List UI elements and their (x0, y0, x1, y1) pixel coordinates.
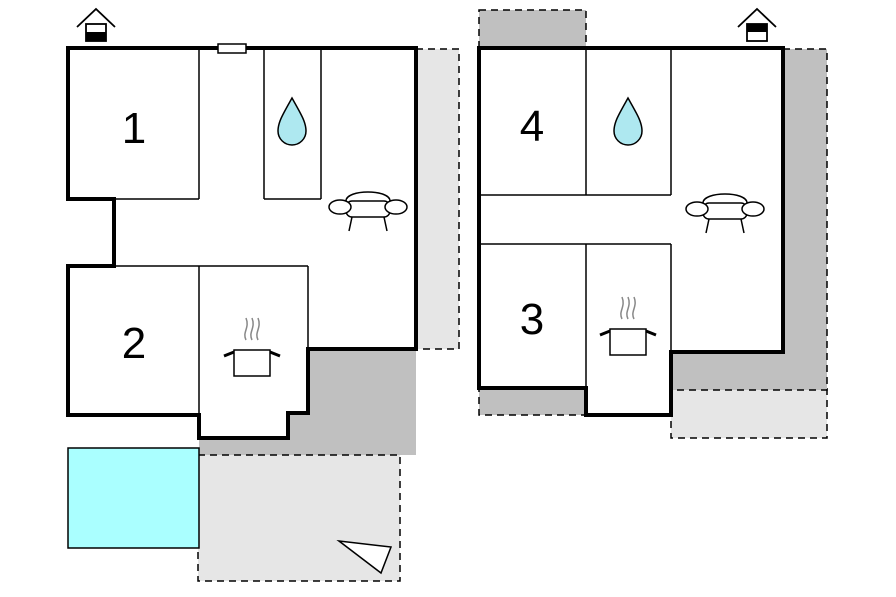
ground-floor-plan: 1 2 (66, 7, 460, 582)
room-1-label: 1 (122, 104, 146, 153)
sofa-icon (328, 191, 408, 232)
water-drop-icon (613, 96, 643, 146)
sofa-icon (685, 193, 765, 234)
balcony-right (671, 49, 827, 390)
room-2-label: 2 (122, 319, 146, 368)
balcony-bottom (478, 387, 587, 416)
ground-floor-outline (66, 46, 418, 440)
balcony-right-edge (671, 48, 828, 391)
side-terrace (415, 48, 460, 350)
room-4-label: 4 (520, 102, 544, 151)
upper-floor-house-icon (737, 7, 777, 42)
upper-floor-outline (477, 46, 785, 417)
ground-floor-house-icon (76, 7, 116, 42)
water-drop-icon (277, 96, 307, 146)
cooking-pot-icon (599, 296, 657, 356)
cooking-pot-icon (223, 317, 281, 377)
room-3-label: 3 (520, 295, 544, 344)
terrace-lower (670, 387, 828, 439)
upper-floor-plan: 4 3 (477, 7, 828, 439)
covered-terrace (199, 349, 416, 455)
sun-lounger-icon (336, 539, 393, 575)
window-icon (217, 43, 247, 54)
balcony-top (478, 9, 587, 49)
pool-area (67, 447, 200, 549)
